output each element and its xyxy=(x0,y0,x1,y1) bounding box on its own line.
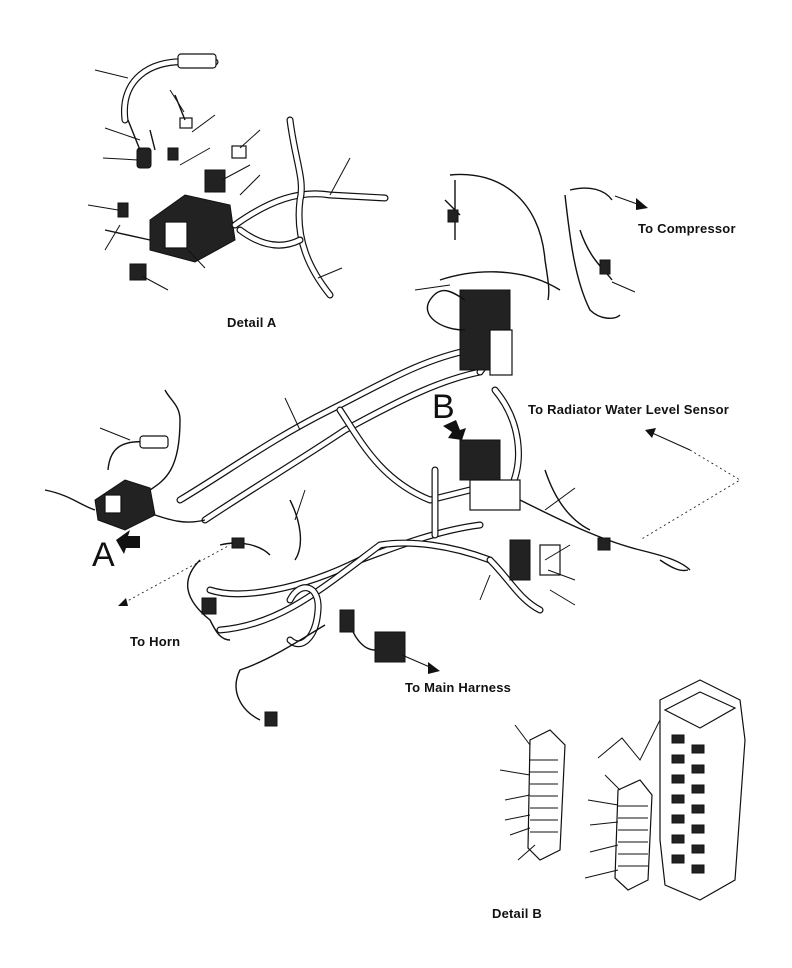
to-compressor-label: To Compressor xyxy=(638,221,736,236)
view-mark-a: A xyxy=(92,536,115,574)
to-horn-label: To Horn xyxy=(130,634,181,649)
detail-b-label: Detail B xyxy=(492,906,543,921)
detail-b-drawing xyxy=(499,679,746,901)
view-mark-b: B xyxy=(432,388,455,426)
to-radiator-label: To Radiator Water Level Sensor xyxy=(528,402,730,417)
main-harness-drawing xyxy=(44,173,741,727)
to-main-harness-label: To Main Harness xyxy=(405,680,512,695)
detail-a-drawing xyxy=(87,53,389,299)
detail-a-label: Detail A xyxy=(227,315,277,330)
